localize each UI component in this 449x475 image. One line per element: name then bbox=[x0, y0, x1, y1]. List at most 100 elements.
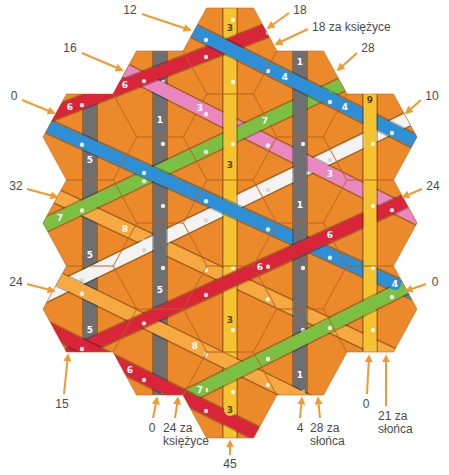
score-value: 28 bbox=[361, 42, 374, 55]
tile-border bbox=[183, 352, 277, 438]
ribbon-dot bbox=[204, 409, 208, 413]
tile-number: 3 bbox=[224, 159, 236, 171]
tile-number: 1 bbox=[294, 56, 306, 68]
ribbon-dot bbox=[18, 378, 22, 382]
score-arrow bbox=[403, 189, 422, 197]
ribbon-dot bbox=[390, 131, 394, 135]
ribbon-dot bbox=[142, 419, 146, 423]
ribbon-dot bbox=[91, 18, 95, 22]
ribbon-dot bbox=[266, 265, 270, 269]
tile-number: 3 bbox=[224, 22, 236, 34]
ribbon-dot bbox=[204, 55, 208, 59]
ribbon bbox=[0, 255, 449, 475]
ribbon-dot bbox=[142, 79, 146, 83]
ribbon-dot bbox=[18, 114, 22, 118]
score-arrow bbox=[385, 356, 387, 406]
ribbon-dot bbox=[18, 308, 22, 312]
score-value: 24 za księżyce bbox=[163, 422, 211, 448]
tile-border bbox=[323, 266, 417, 352]
ribbon-dot bbox=[231, 80, 235, 84]
score-value: 18 bbox=[293, 4, 306, 17]
score-value: 0 bbox=[363, 398, 370, 411]
ribbon-dot bbox=[204, 199, 208, 203]
ribbon-dot bbox=[231, 452, 235, 456]
ribbon-dot bbox=[390, 62, 394, 66]
ribbon-dot bbox=[204, 218, 208, 222]
ribbon-dot bbox=[266, 440, 270, 444]
tile-number: 5 bbox=[84, 154, 96, 166]
ribbon-dot bbox=[161, 204, 165, 208]
tile-border bbox=[113, 223, 207, 309]
score-arrow bbox=[300, 398, 302, 418]
ribbon-dot bbox=[371, 142, 375, 146]
score-arrow bbox=[338, 53, 357, 70]
ribbon-dot bbox=[371, 390, 375, 394]
ribbon-dot bbox=[18, 238, 22, 242]
ribbon-edge bbox=[222, 0, 238, 475]
score-value: 15 bbox=[55, 398, 68, 411]
tile-border bbox=[323, 180, 417, 266]
tile-number: 8 bbox=[189, 340, 201, 352]
ribbon-edge bbox=[362, 0, 378, 475]
tile-border bbox=[113, 137, 207, 223]
ribbon bbox=[84, 0, 97, 475]
ribbon-dot bbox=[231, 142, 235, 146]
tile-number: 1 bbox=[294, 199, 306, 211]
ribbon-dot bbox=[266, 383, 270, 387]
ribbon-dot bbox=[328, 255, 332, 259]
score-arrow bbox=[153, 398, 157, 418]
tile-number: 3 bbox=[224, 404, 236, 416]
tile-border bbox=[253, 223, 347, 309]
tile-number: 3 bbox=[324, 168, 336, 180]
ribbon-dot bbox=[80, 450, 84, 454]
ribbon-dot bbox=[161, 142, 165, 146]
score-value: 18 za księżyce bbox=[312, 21, 391, 34]
ribbon-dot bbox=[18, 18, 22, 22]
score-arrow bbox=[406, 284, 426, 291]
score-arrow bbox=[268, 13, 289, 28]
ribbon-dot bbox=[390, 208, 394, 212]
score-value: 0 bbox=[432, 276, 439, 289]
tile-number: 8 bbox=[119, 223, 131, 235]
ribbon bbox=[224, 0, 237, 475]
ribbon-dot bbox=[328, 326, 332, 330]
tile-number: 7 bbox=[259, 115, 271, 127]
ribbon-dot bbox=[142, 248, 146, 252]
ribbon-dot bbox=[328, 471, 332, 475]
tile-border bbox=[253, 137, 347, 223]
ribbon-dot bbox=[231, 390, 235, 394]
ribbon-dot bbox=[371, 80, 375, 84]
ribbon-dot bbox=[371, 328, 375, 332]
ribbon-dot bbox=[266, 188, 270, 192]
ribbon-edge bbox=[82, 0, 98, 475]
score-value: 28 za słońca bbox=[310, 422, 350, 448]
ribbon-dot bbox=[91, 80, 95, 84]
tile-border bbox=[183, 266, 277, 352]
ribbon-dot bbox=[142, 179, 146, 183]
tile-number: 5 bbox=[154, 284, 166, 296]
score-arrow bbox=[82, 53, 122, 70]
ribbon bbox=[0, 295, 449, 475]
ribbon-dot bbox=[18, 316, 22, 320]
ribbon-dot bbox=[18, 127, 22, 131]
tile-border bbox=[43, 266, 137, 352]
ribbon-dot bbox=[301, 18, 305, 22]
tile-number: 7 bbox=[194, 384, 206, 396]
score-arrow bbox=[64, 355, 68, 394]
ribbon-dot bbox=[80, 347, 84, 351]
ribbon-dot bbox=[328, 413, 332, 417]
score-value: 45 bbox=[223, 458, 236, 471]
ribbon-dot bbox=[91, 452, 95, 456]
tile-border bbox=[113, 309, 207, 395]
ribbon-dot bbox=[142, 378, 146, 382]
ribbon-dot bbox=[301, 266, 305, 270]
ribbon-edge bbox=[0, 295, 449, 475]
ribbon-dot bbox=[80, 143, 84, 147]
ribbon-dot bbox=[328, 158, 332, 162]
score-arrow bbox=[406, 100, 421, 113]
ribbon-dot bbox=[390, 295, 394, 299]
ribbon bbox=[0, 0, 449, 169]
ribbon-dot bbox=[80, 103, 84, 107]
score-value: 12 bbox=[123, 4, 136, 17]
ribbon-dot bbox=[161, 266, 165, 270]
